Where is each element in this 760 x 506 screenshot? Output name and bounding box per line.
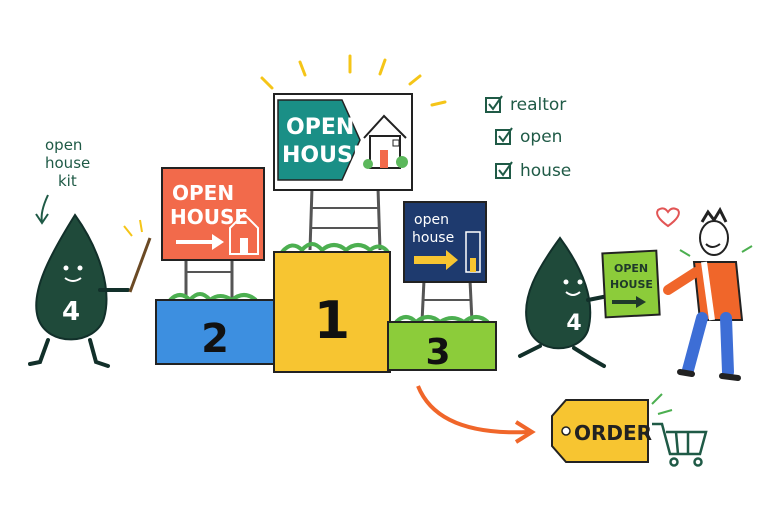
- order-tag-label: ORDER: [574, 421, 652, 445]
- sparkle-lines: [260, 54, 447, 107]
- checklist: realtor open house: [485, 95, 571, 181]
- podium-third-number: 3: [425, 332, 450, 373]
- podium-second-number: 2: [201, 316, 229, 362]
- person: [656, 206, 753, 381]
- sign-first-line2: HOUSE: [282, 143, 368, 168]
- checklist-item-2: open: [520, 127, 562, 147]
- podium-first-number: 1: [314, 291, 350, 351]
- curved-arrow-icon: [416, 385, 529, 435]
- podium-first-block: [273, 251, 391, 373]
- checkbox-icon: [495, 129, 511, 145]
- house-icon: [363, 114, 408, 169]
- house-icon: [229, 212, 259, 255]
- mascot-left: 4: [28, 213, 152, 368]
- held-sign-line2: HOUSE: [610, 278, 653, 291]
- order-tag: ORDER: [551, 393, 673, 463]
- left-note: open house kit: [35, 136, 90, 225]
- mascot-right: 4: [518, 236, 610, 368]
- held-sign: OPEN HOUSE: [601, 249, 661, 319]
- checklist-item-3: house: [520, 161, 571, 181]
- mascot-left-number: 4: [62, 297, 80, 327]
- sign-second-line2: HOUSE: [170, 205, 248, 229]
- pointer-stick-icon: [128, 237, 152, 293]
- checkbox-icon: [495, 163, 511, 179]
- arrow-right-icon: [612, 296, 646, 308]
- arrow-right-icon: [176, 234, 224, 250]
- sign-third: open house: [403, 201, 487, 323]
- sign-first: OPEN HOUSE: [273, 93, 413, 251]
- held-sign-line1: OPEN: [614, 262, 648, 275]
- arrow-right-icon: [414, 250, 458, 270]
- checkbox-icon: [485, 97, 501, 113]
- left-note-line3: kit: [58, 172, 77, 190]
- sign-second: OPEN HOUSE: [161, 167, 265, 298]
- sign-second-line1: OPEN: [172, 181, 234, 205]
- cart-icon: [652, 422, 708, 467]
- sign-first-line1: OPEN: [286, 115, 354, 140]
- checklist-item-1: realtor: [510, 95, 566, 115]
- note-arrow-icon: [40, 194, 49, 223]
- mascot-right-number: 4: [566, 311, 581, 336]
- podium: 2 1 3: [155, 242, 497, 373]
- left-note-line2: house: [45, 154, 90, 172]
- sign-third-line2: house: [412, 230, 454, 246]
- sign-third-line1: open: [414, 212, 449, 228]
- podium-third-block: [387, 321, 497, 371]
- left-note-line1: open: [45, 136, 82, 154]
- heart-icon: [656, 207, 680, 228]
